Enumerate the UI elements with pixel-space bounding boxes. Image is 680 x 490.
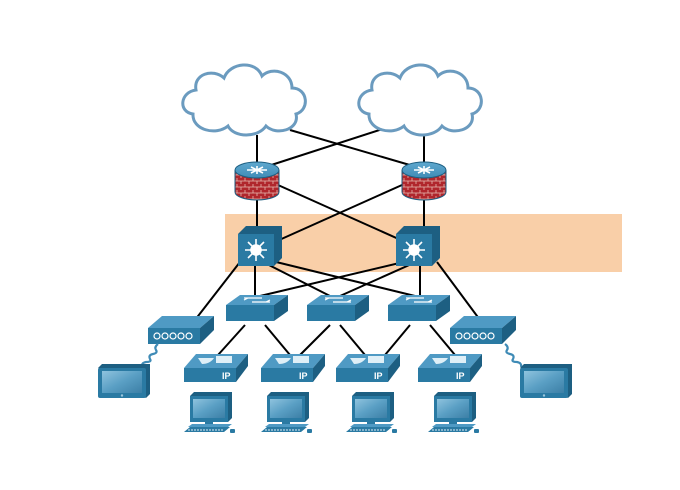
ip-phone-1: IP: [184, 354, 248, 382]
firewall-router-left: [234, 161, 280, 201]
firewall-router-right: [401, 161, 447, 201]
access-switch-right: [388, 295, 450, 321]
tablet-left: [98, 364, 150, 398]
ip-phone-3: IP: [336, 354, 400, 382]
links: [194, 124, 481, 356]
tablet-right: [520, 364, 572, 398]
pc-2: [261, 392, 312, 433]
wireless-ap-right: [450, 316, 516, 344]
multilayer-switch-left: [238, 226, 282, 266]
multilayer-switch-right: [396, 226, 440, 266]
pc-1: [184, 392, 235, 433]
cloud-left: [181, 63, 307, 137]
wireless-link-left: [140, 343, 159, 368]
ip-phone-label: IP: [222, 371, 231, 381]
access-switch-left: [226, 295, 288, 321]
cloud-right: [357, 63, 483, 137]
ip-phone-label: IP: [374, 371, 383, 381]
ip-phone-label: IP: [456, 371, 465, 381]
ip-phone-2: IP: [261, 354, 325, 382]
wireless-link-right: [504, 343, 523, 368]
pc-4: [428, 392, 479, 433]
wireless-ap-left: [148, 316, 214, 344]
pc-3: [346, 392, 397, 433]
ip-phone-4: IP: [418, 354, 482, 382]
access-switch-middle: [307, 295, 369, 321]
ip-phone-label: IP: [299, 371, 308, 381]
